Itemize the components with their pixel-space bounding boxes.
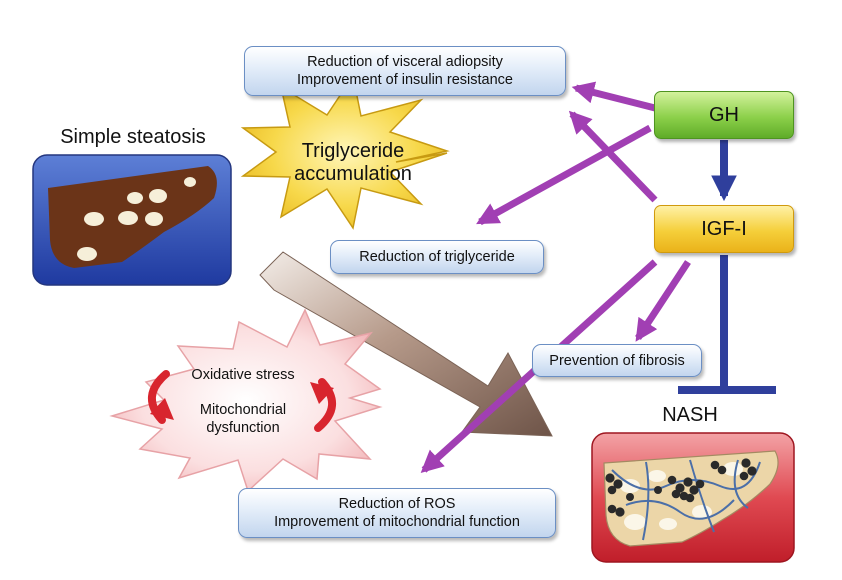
arrow-gh-to-triglyceride <box>476 124 652 226</box>
ros-reduction-line1: Reduction of ROS <box>338 496 456 512</box>
triglyceride-starburst <box>240 74 450 230</box>
fibrosis-prevention-label: Prevention of fibrosis <box>549 352 685 369</box>
oxidative-stress-label: Oxidative stress <box>191 367 295 383</box>
mitochondrial-dysfunction-label: Mitochondrial dysfunction <box>168 401 318 437</box>
accumulation-line2: accumulation <box>294 163 412 185</box>
oxidative-stress-starburst <box>109 308 383 493</box>
dysfunction-line2: dysfunction <box>206 420 280 436</box>
gh-label: GH <box>709 103 739 126</box>
triglyceride-reduction-box: Reduction of triglyceride <box>330 240 544 274</box>
igf-label: IGF-I <box>701 217 747 240</box>
arrow-igf-to-fibrosis <box>635 260 691 342</box>
nash-title: NASH <box>662 404 718 426</box>
triglyceride-reduction-label: Reduction of triglyceride <box>359 249 515 265</box>
mitochondrial-function-line2: Improvement of mitochondrial function <box>274 514 520 530</box>
visceral-adiposity-box: Reduction of visceral adiopsity Improvem… <box>244 46 566 96</box>
nash-liver-image <box>591 432 795 563</box>
simple-steatosis-title: Simple steatosis <box>60 126 206 148</box>
arrow-igf-to-visceral <box>568 110 658 203</box>
triglyceride-line1: Triglyceride <box>301 140 405 162</box>
gh-box: GH <box>654 91 794 139</box>
triglyceride-accumulation-label: Triglyceride accumulation <box>278 140 428 186</box>
simple-steatosis-liver-image <box>32 154 232 286</box>
igf-box: IGF-I <box>654 205 794 253</box>
fibrosis-prevention-box: Prevention of fibrosis <box>532 344 702 377</box>
arrow-gh-to-visceral <box>571 81 656 112</box>
ros-reduction-box: Reduction of ROS Improvement of mitochon… <box>238 488 556 538</box>
visceral-adiposity-line1: Reduction of visceral adiopsity <box>307 54 503 70</box>
insulin-resistance-line2: Improvement of insulin resistance <box>297 72 513 88</box>
mitochondrial-line1: Mitochondrial <box>199 402 287 418</box>
progression-arrow <box>259 251 553 437</box>
